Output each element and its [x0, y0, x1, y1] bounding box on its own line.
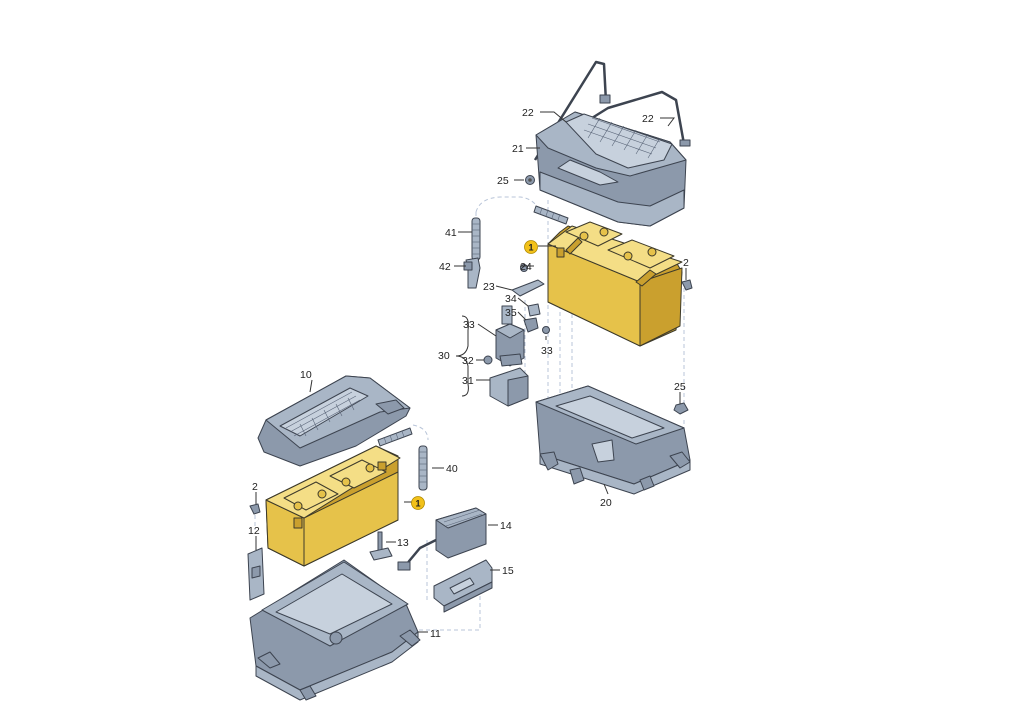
label-42: 42 [439, 261, 451, 273]
part-40-vent-hose [377, 427, 428, 491]
part-20-tray-top [535, 385, 691, 495]
label-40: 40 [446, 463, 458, 475]
part-1-battery-bottom [265, 445, 401, 567]
label-12: 12 [248, 525, 260, 537]
part-30-relay-block [495, 305, 525, 367]
part-2-bolt-left [249, 503, 261, 515]
label-24: 24 [520, 261, 532, 273]
part-15-holder [433, 559, 493, 613]
label-14: 14 [500, 520, 512, 532]
label-11: 11 [430, 628, 441, 640]
label-22-left: 22 [522, 107, 534, 119]
callout-labels: 22 22 21 25 41 42 2 24 23 34 35 33 33 30… [248, 107, 689, 640]
label-25-right: 25 [674, 381, 686, 393]
label-41: 41 [445, 227, 457, 239]
part-10-cover-bottom [257, 375, 411, 467]
label-21: 21 [512, 143, 524, 155]
label-33-right: 33 [541, 345, 553, 357]
label-34: 34 [505, 293, 517, 305]
badge-1-top: 1 [524, 240, 538, 254]
part-2-bolt-right [681, 279, 693, 291]
part-34-terminal [527, 303, 541, 317]
label-23: 23 [483, 281, 495, 293]
label-30: 30 [438, 350, 450, 362]
part-1-battery-top [547, 221, 683, 347]
part-13-bolt [369, 531, 393, 561]
label-25-top: 25 [497, 175, 509, 187]
part-41-vent-hose [471, 205, 569, 261]
badge-1-bottom-label: 1 [415, 499, 420, 509]
label-2-right: 2 [683, 257, 689, 269]
part-35-clip [523, 317, 539, 333]
leader-lines [255, 111, 687, 633]
part-33-bolt-right [542, 326, 550, 334]
label-32: 32 [462, 355, 474, 367]
badge-1-top-label: 1 [528, 243, 533, 253]
label-15: 15 [502, 565, 514, 577]
label-22-right: 22 [642, 113, 654, 125]
part-32-nut [483, 355, 493, 365]
part-31-bracket [489, 367, 529, 407]
label-13: 13 [397, 537, 409, 549]
badge-1-bottom: 1 [411, 496, 425, 510]
label-31: 31 [462, 375, 474, 387]
part-23-clamp [511, 279, 545, 297]
label-20: 20 [600, 497, 612, 509]
label-2-left: 2 [252, 481, 258, 493]
label-10: 10 [300, 369, 312, 381]
part-12-bracket [247, 547, 265, 601]
part-25-nut-top [525, 175, 535, 185]
part-25-nut-right [673, 402, 689, 415]
label-35: 35 [505, 307, 517, 319]
label-33-top: 33 [463, 319, 475, 331]
part-14-control-unit [397, 507, 487, 571]
part-42-vent-elbow [463, 257, 481, 289]
part-11-tray-bottom [249, 559, 421, 701]
part-21-cover-top [535, 111, 687, 227]
